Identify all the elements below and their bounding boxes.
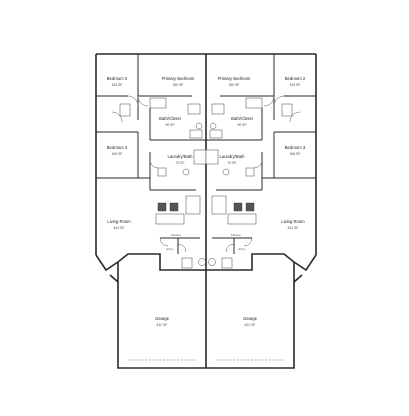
room-area-bedroom-3-right: 106 SF <box>290 152 301 156</box>
room-area-bedroom-2-right: 104 SF <box>290 83 301 87</box>
room-name-bedroom-3-right: Bedroom 3 <box>285 145 306 150</box>
room-labels: Bedroom 2 104 SF Primary Bedroom 150 SF … <box>107 76 306 327</box>
room-area-garage-left: 412 SF <box>157 323 168 327</box>
room-name-bedroom-3-left: Bedroom 3 <box>107 145 128 150</box>
room-name-living-right: Living Room <box>281 219 305 224</box>
room-area-primary-left: 150 SF <box>173 83 184 87</box>
room-area-garage-right: 421 SF <box>245 323 256 327</box>
room-name-laundry-left: Laundry/Bath <box>168 154 194 159</box>
room-area-bath-left: 90 SF <box>165 123 174 127</box>
room-name-laundry-right: Laundry/Bath <box>220 154 246 159</box>
room-area-bedroom-3-left: 106 SF <box>112 152 123 156</box>
room-name-garage-left: Garage <box>155 316 170 321</box>
doors <box>111 95 301 253</box>
room-name-bedroom-2-right: Bedroom 2 <box>285 76 306 81</box>
room-name-primary-left: Primary Bedroom <box>162 76 195 81</box>
label-entry-left: Entry <box>166 247 174 251</box>
label-kitchen-left: Kitchen <box>171 233 181 237</box>
room-name-bath-right: Bath/Closet <box>231 116 253 121</box>
room-area-living-left: 441 SF <box>114 226 125 230</box>
room-area-primary-right: 150 SF <box>229 83 240 87</box>
room-name-primary-right: Primary Bedroom <box>218 76 251 81</box>
label-entry-right: Entry <box>238 247 246 251</box>
room-name-living-left: Living Room <box>107 219 131 224</box>
label-kitchen-right: Kitchen <box>231 233 241 237</box>
room-name-garage-right: Garage <box>243 316 258 321</box>
room-area-bedroom-2-left: 104 SF <box>112 83 123 87</box>
kitchen-fixtures <box>155 195 257 225</box>
exterior-walls <box>95 53 317 369</box>
room-area-bath-right: 90 SF <box>237 123 246 127</box>
room-name-bath-left: Bath/Closet <box>159 116 181 121</box>
bathroom-fixtures <box>119 97 293 269</box>
interior-walls <box>96 54 316 254</box>
room-area-laundry-right: 72 SF <box>227 161 236 165</box>
room-area-living-right: 441 SF <box>288 226 299 230</box>
room-name-bedroom-2-left: Bedroom 2 <box>107 76 128 81</box>
room-area-laundry-left: 72 SF <box>175 161 184 165</box>
